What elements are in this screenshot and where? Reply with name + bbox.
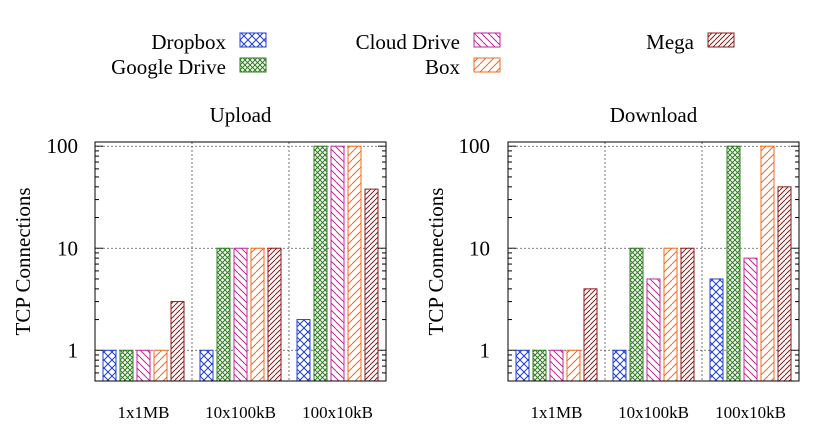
x-tick-label: 1x1MB <box>118 403 170 422</box>
y-axis-label: TCP Connections <box>11 188 35 336</box>
y-tick-label: 10 <box>469 236 490 260</box>
plot-frame <box>94 141 387 382</box>
bar-download-100x10kb-cloud-drive <box>743 257 758 382</box>
x-tick-label: 1x1MB <box>531 403 583 422</box>
x-tick-label: 100x10kB <box>715 403 786 422</box>
bar-download-1x1mb-dropbox <box>515 349 530 382</box>
bar-upload-10x100kb-google-drive <box>216 247 231 382</box>
bar-download-100x10kb-box <box>760 145 775 382</box>
bar-upload-100x10kb-box <box>347 145 362 382</box>
y-tick-label: 10 <box>57 236 78 260</box>
legend-swatch-mega <box>707 32 735 48</box>
x-tick-label: 100x10kB <box>302 403 373 422</box>
bar-download-100x10kb-dropbox <box>709 278 724 382</box>
bar-download-1x1mb-box <box>566 349 581 382</box>
plot-frame <box>507 141 800 382</box>
bar-upload-1x1mb-cloud-drive <box>136 349 151 382</box>
bar-upload-100x10kb-mega <box>364 188 379 382</box>
y-tick-label: 100 <box>47 134 79 158</box>
y-tick-label: 100 <box>459 134 491 158</box>
bar-upload-1x1mb-box <box>153 349 168 382</box>
y-tick-label: 1 <box>68 338 79 362</box>
legend-label-dropbox: Dropbox <box>151 30 226 54</box>
bar-download-100x10kb-google-drive <box>726 145 741 382</box>
bar-upload-100x10kb-dropbox <box>296 319 311 382</box>
bar-upload-10x100kb-cloud-drive <box>233 247 248 382</box>
bar-upload-1x1mb-mega <box>170 301 185 382</box>
bar-download-10x100kb-dropbox <box>612 349 627 382</box>
bar-download-10x100kb-mega <box>680 247 695 382</box>
bar-download-1x1mb-cloud-drive <box>549 349 564 382</box>
x-tick-label: 10x100kB <box>618 403 689 422</box>
panel-title: Upload <box>210 103 272 127</box>
legend-swatch-google-drive <box>239 57 267 73</box>
minor-ticks <box>508 145 799 382</box>
bar-download-10x100kb-google-drive <box>629 247 644 382</box>
bar-upload-100x10kb-google-drive <box>313 145 328 382</box>
y-tick-label: 1 <box>480 338 491 362</box>
bar-upload-100x10kb-cloud-drive <box>330 145 345 382</box>
x-tick-label: 10x100kB <box>205 403 276 422</box>
legend-swatch-box <box>473 57 501 73</box>
panel-title: Download <box>610 103 698 127</box>
legend-label-cloud-drive: Cloud Drive <box>356 30 460 54</box>
bar-upload-10x100kb-dropbox <box>199 349 214 382</box>
legend-label-mega: Mega <box>646 30 694 54</box>
bar-download-1x1mb-mega <box>583 288 598 382</box>
legend-label-google-drive: Google Drive <box>111 55 226 79</box>
bar-upload-10x100kb-mega <box>267 247 282 382</box>
bar-upload-10x100kb-box <box>250 247 265 382</box>
bar-upload-1x1mb-google-drive <box>119 349 134 382</box>
legend-label-box: Box <box>425 55 461 79</box>
y-axis-label: TCP Connections <box>424 188 448 336</box>
bar-upload-1x1mb-dropbox <box>102 349 117 382</box>
legend-swatch-dropbox <box>239 32 267 48</box>
bar-download-100x10kb-mega <box>777 186 792 382</box>
legend-swatch-cloud-drive <box>473 32 501 48</box>
bar-download-10x100kb-box <box>663 247 678 382</box>
bar-download-1x1mb-google-drive <box>532 349 547 382</box>
bar-download-10x100kb-cloud-drive <box>646 278 661 382</box>
